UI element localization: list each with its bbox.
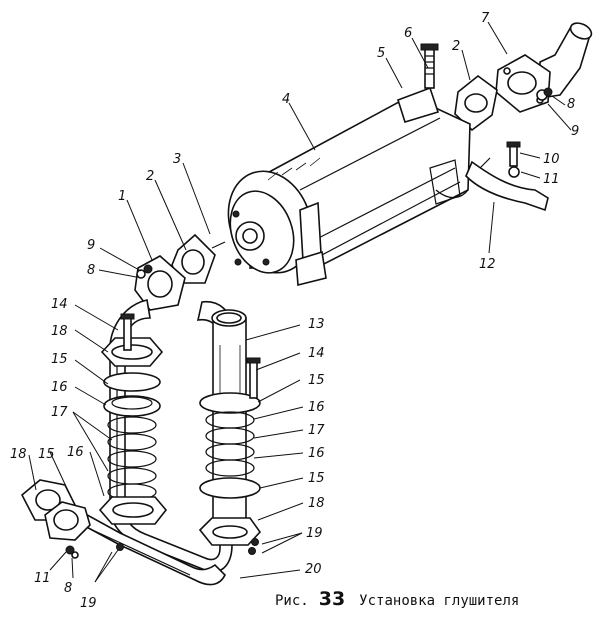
callout-16: 16 — [51, 380, 68, 395]
callout-3: 3 — [173, 152, 181, 167]
nuts-lower — [116, 538, 259, 555]
callout-11: 11 — [543, 172, 560, 187]
callout-8c: 8 — [64, 581, 72, 596]
bolt-nut-right — [506, 141, 521, 178]
caption-title: Установка глушителя — [359, 593, 520, 609]
bracket — [465, 157, 549, 212]
callout-8: 8 — [567, 97, 575, 112]
callout-9b: 9 — [87, 238, 95, 253]
callout-18b: 18 — [10, 447, 27, 462]
callout-7: 7 — [481, 11, 490, 26]
callout-16b: 16 — [67, 445, 84, 460]
figure-caption: Рис. 33 Установка глушителя — [275, 588, 519, 610]
callout-15d: 15 — [308, 471, 325, 486]
spring-stack-right — [198, 392, 262, 546]
bolt-right — [246, 357, 261, 399]
caption-number: 33 — [318, 588, 346, 610]
callout-labels: 1 2 3 4 5 6 2 7 8 9 10 11 12 9 8 14 18 1… — [10, 11, 579, 611]
callout-2b: 2 — [452, 39, 460, 54]
flange-left — [134, 255, 186, 311]
callout-18: 18 — [51, 324, 68, 339]
bolt-left — [120, 313, 135, 351]
callout-12: 12 — [479, 257, 496, 272]
caption-prefix: Рис. — [275, 593, 309, 609]
callout-14b: 14 — [308, 346, 325, 361]
callout-6: 6 — [404, 26, 412, 41]
nut-washer-right — [536, 87, 553, 101]
callout-14: 14 — [51, 297, 68, 312]
leader-lines — [28, 21, 572, 583]
flange-lower-left — [20, 479, 91, 559]
bolt-top — [420, 43, 439, 89]
callout-11b: 11 — [34, 571, 51, 586]
callout-5: 5 — [377, 46, 385, 61]
callout-15c: 15 — [308, 373, 325, 388]
callout-17: 17 — [51, 405, 68, 420]
callout-19: 19 — [306, 526, 323, 541]
callout-1: 1 — [118, 189, 126, 204]
callout-15: 15 — [51, 352, 68, 367]
tail-pipe — [495, 22, 593, 113]
callout-20: 20 — [305, 562, 322, 577]
callout-13: 13 — [308, 317, 325, 332]
gasket-top — [454, 74, 498, 132]
callout-8b: 8 — [87, 263, 95, 278]
callout-10: 10 — [543, 152, 560, 167]
muffler-body — [211, 86, 471, 287]
callout-17b: 17 — [308, 423, 325, 438]
callout-9: 9 — [571, 124, 579, 139]
callout-16c: 16 — [308, 400, 325, 415]
callout-19b: 19 — [80, 596, 97, 611]
spring-stack-left — [98, 337, 168, 525]
callout-2: 2 — [146, 169, 154, 184]
callout-4: 4 — [282, 92, 290, 107]
callout-16d: 16 — [308, 446, 325, 461]
callout-18c: 18 — [308, 496, 325, 511]
callout-15b: 15 — [38, 447, 55, 462]
gasket-left — [171, 233, 216, 284]
